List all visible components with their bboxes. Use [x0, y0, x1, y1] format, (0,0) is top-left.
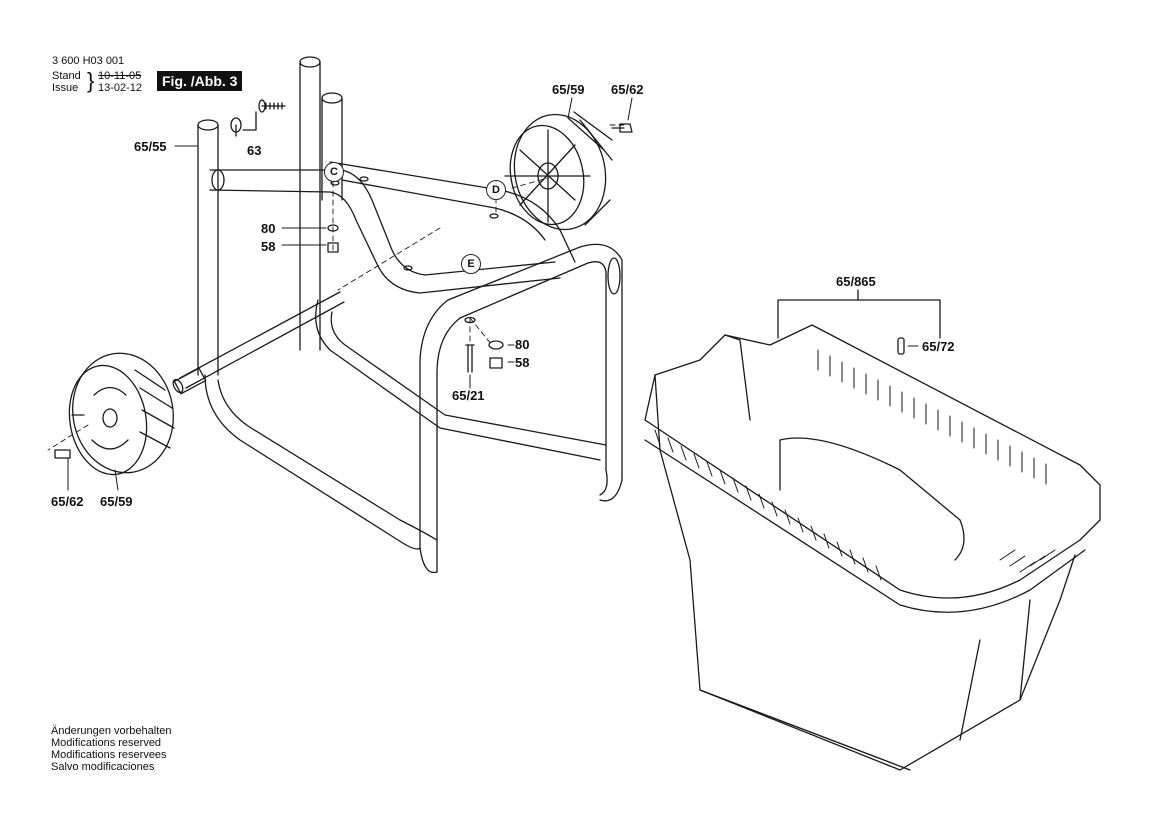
footer-line-en: Modifications reserved [51, 737, 162, 749]
stand-date: 10-11-05 [98, 70, 142, 82]
footer-line-es: Salvo modificaciones [51, 761, 155, 773]
nut-58-lower-drawing [489, 357, 503, 369]
nut-58-upper-drawing [327, 242, 339, 253]
callout-wheel-left-65-59: 65/59 [100, 494, 133, 509]
assembly-guide-lines [47, 124, 629, 451]
brace-glyph: } [87, 68, 95, 93]
washer-80-upper-drawing [327, 224, 339, 232]
footer-line-de: Änderungen vorbehalten [51, 725, 172, 737]
screw-63-drawing [230, 99, 286, 137]
footer-notes: Änderungen vorbehalten Modifications res… [51, 725, 171, 773]
issue-label: Issue [52, 82, 79, 94]
ref-circle-d: D [486, 180, 506, 200]
callout-screw-63: 63 [247, 143, 262, 158]
ref-circle-e: E [461, 254, 481, 274]
wheel-left-drawing [54, 352, 175, 476]
callout-nut-58-upper: 58 [261, 239, 276, 254]
callout-screw-left-65-62: 65/62 [51, 494, 84, 509]
callout-screw-right-65-62: 65/62 [611, 82, 644, 97]
callout-washer-80-upper: 80 [261, 221, 276, 236]
issue-date: 13-02-12 [98, 82, 143, 94]
part-number: 3 600 H03 001 [52, 55, 125, 67]
callout-pin-65-72: 65/72 [922, 339, 955, 354]
bolt-65-21-drawing [465, 344, 475, 373]
callout-nut-58-lower: 58 [515, 355, 530, 370]
callout-bin-65-865: 65/865 [836, 274, 876, 289]
washer-80-lower-drawing [488, 340, 504, 350]
leader-lines [67, 97, 919, 491]
ref-circle-c: C [324, 162, 344, 182]
callout-washer-80-lower: 80 [515, 337, 530, 352]
collection-bin-drawing [644, 289, 1101, 771]
callout-bolt-65-21: 65/21 [452, 388, 485, 403]
footer-line-fr: Modifications reservees [51, 749, 167, 761]
frame-drawing [172, 56, 623, 574]
stand-label: Stand [52, 70, 81, 82]
figure-label: Fig. /Abb. 3 [157, 71, 243, 91]
wheel-right-drawing [504, 111, 633, 231]
callout-wheel-right-65-59: 65/59 [552, 82, 585, 97]
callout-frame-65-55: 65/55 [134, 139, 167, 154]
